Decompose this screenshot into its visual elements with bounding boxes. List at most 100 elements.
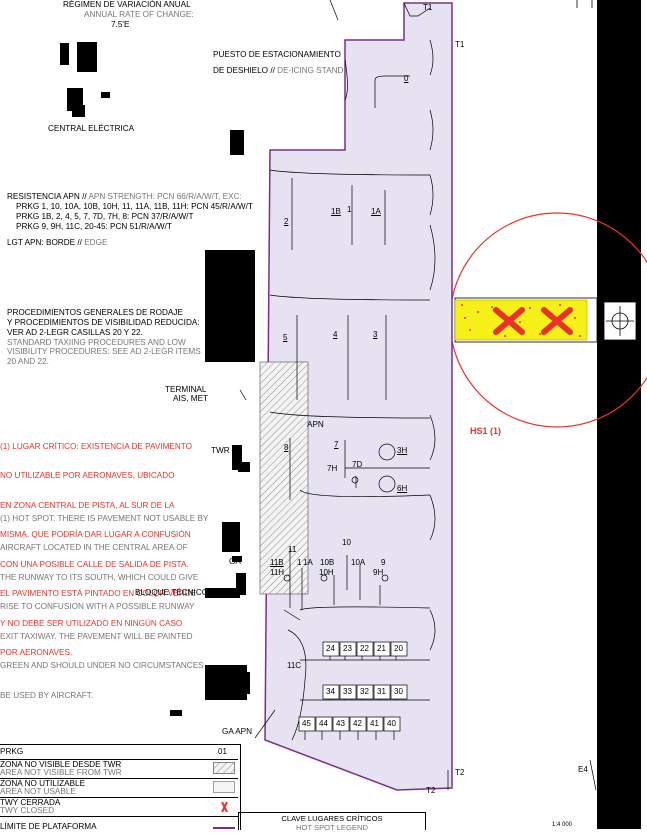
stand-21: 21	[377, 644, 386, 653]
buildings	[60, 42, 255, 716]
legend-not-usable-en: AREA NOT USABLE	[0, 787, 76, 796]
stand-3h: 3H	[397, 446, 408, 455]
apn-strength-line-1: RESISTENCIA APN // APN STRENGTH: PCN 66/…	[7, 192, 253, 202]
stand-41: 41	[370, 719, 379, 728]
legend-prkg-symbol: 01	[218, 747, 227, 756]
terminal-pointer	[239, 389, 247, 401]
hs-en-5: EXIT TAXIWAY. THE PAVEMENT WILL BE PAINT…	[0, 631, 193, 641]
runway-intersection-symbol	[606, 306, 634, 336]
stand-6h: 6H	[397, 484, 408, 493]
stand-0: 0	[404, 74, 409, 83]
lgt-es: LGT APN: BORDE //	[7, 238, 82, 247]
stand-11c: 11C	[287, 661, 302, 670]
stand-9h: 9H	[373, 568, 384, 577]
stand-10: 10	[342, 538, 351, 547]
stand-10h: 10H	[319, 568, 334, 577]
stand-31: 31	[377, 687, 386, 696]
hs-en-1: (1) HOT SPOT: THERE IS PAVEMENT NOT USAB…	[0, 513, 209, 523]
hotspot-legend-en: HOT SPOT LEGEND	[296, 823, 368, 832]
hs-es-8: POR AERONAVES.	[0, 648, 73, 658]
hotspot-legend-es: CLAVE LUGARES CRÍTICOS	[281, 814, 383, 823]
legend-twy-closed-en: TWY CLOSED	[0, 806, 54, 815]
legend-not-visible-es: ZONA NO VISIBLE DESDE TWR	[0, 760, 122, 769]
magvar-subtitle: ANNUAL RATE OF CHANGE:	[84, 10, 194, 19]
lgt-en: EDGE	[81, 238, 108, 247]
deicing-es: DE DESHIELO //	[213, 66, 275, 75]
legend-row-twy-closed: TWY CERRADA TWY CLOSED	[0, 798, 238, 817]
legend-hatch-symbol	[213, 762, 235, 774]
stand-2: 2	[284, 217, 289, 226]
label-apn: APN	[307, 420, 324, 429]
legend-not-usable-es: ZONA NO UTILIZABLE	[0, 779, 86, 788]
runway	[597, 0, 641, 829]
magvar-title: RÉGIMEN DE VARIACIÓN ANUAL	[63, 0, 191, 9]
procedures-en-2: VISIBILITY PROCEDURES: SEE AD 2-LEGR ITE…	[7, 347, 201, 357]
apn-strength-en: APN STRENGTH: PCN 66/R/A/W/T, EXC:	[86, 192, 242, 201]
stand-11b: 11B	[270, 558, 284, 567]
hs-es-7: Y NO DEBE SER UTILIZADO EN NINGÚN CASO	[0, 618, 183, 628]
stand-32: 32	[360, 687, 369, 696]
magvar-value: 7.5'E	[111, 20, 130, 29]
unusable-pavement-dots	[461, 304, 581, 337]
stand-11a: 1A	[303, 558, 313, 567]
hotspot-legend: CLAVE LUGARES CRÍTICOS HOT SPOT LEGEND	[238, 812, 426, 832]
legend-closed-cross-symbol	[221, 801, 228, 812]
stand-4: 4	[333, 330, 338, 339]
label-deicing-stand-2: DE DESHIELO // DE-ICING STAND	[213, 66, 343, 76]
stand-11: 11	[288, 545, 297, 554]
legend-row-not-usable: ZONA NO UTILIZABLE AREA NOT USABLE	[0, 779, 238, 798]
legend-limit-label: LÍMITE DE PLATAFORMA	[0, 822, 97, 831]
hs-es-3: EN ZONA CENTRAL DE PISTA, AL SUR DE LA	[0, 500, 175, 510]
stand-20: 20	[394, 644, 403, 653]
closed-twy-cross-2	[541, 307, 573, 335]
procedures-en-1: STANDARD TAXIING PROCEDURES AND LOW	[7, 337, 186, 347]
apn-strength-line-3: PRKG 1B, 2, 4, 5, 7, 7D, 7H, 8: PCN 37/R…	[16, 211, 194, 221]
hs-en-4: RISE TO CONFUSION WITH A POSSIBLE RUNWAY	[0, 602, 195, 612]
apron-top-sawtooth	[403, 2, 431, 17]
procedures-block: PROCEDIMIENTOS GENERALES DE RODAJE Y PRO…	[7, 308, 201, 367]
stand-23: 23	[343, 644, 352, 653]
label-t2-right: T2	[455, 768, 465, 777]
legend-limit-symbol	[213, 827, 235, 829]
stand-7h: 7H	[327, 464, 338, 473]
legend-row-not-visible: ZONA NO VISIBLE DESDE TWR AREA NOT VISIB…	[0, 760, 238, 779]
apn-strength-es: RESISTENCIA APN //	[7, 192, 87, 201]
label-terminal: TERMINAL	[165, 385, 207, 394]
stand-34: 34	[326, 687, 335, 696]
apn-strength-line-2: PRKG 1, 10, 10A, 10B, 10H, 11, 11A, 11B,…	[16, 201, 253, 211]
stand-1-small: 1	[297, 558, 302, 567]
stand-45: 45	[302, 719, 311, 728]
hs-es-6: EL PAVIMENTO ESTÁ PINTADO EN COLOR VERDE	[0, 589, 197, 599]
hs-es-5: CON UNA POSIBLE CALLE DE SALIDA DE PISTA…	[0, 559, 189, 569]
stand-10b: 10B	[320, 558, 335, 567]
label-ais-met: AIS, MET	[173, 394, 209, 403]
label-central-electrica: CENTRAL ELÉCTRICA	[48, 124, 135, 133]
runway-extension-markings	[576, 0, 593, 8]
apn-strength-block: RESISTENCIA APN // APN STRENGTH: PCN 66/…	[7, 192, 253, 231]
stand-33: 33	[343, 687, 352, 696]
label-t1-top: T1	[423, 3, 433, 12]
stand-43: 43	[336, 719, 345, 728]
legend-twy-closed-es: TWY CERRADA	[0, 798, 61, 807]
legend-unusable-symbol	[213, 781, 235, 793]
legend-not-visible-en: AREA NOT VISIBLE FROM TWR	[0, 768, 122, 777]
hs-es-1: (1) LUGAR CRÍTICO: EXISTENCIA DE PAVIMEN…	[0, 441, 192, 451]
runway-label: RWY 27/09	[586, 139, 596, 183]
stand-11h: 11H	[270, 568, 285, 577]
stand-42: 42	[353, 719, 362, 728]
stand-40: 40	[387, 719, 396, 728]
hotspot-label: HS1 (1)	[470, 426, 502, 436]
hotspot-note-es: (1) LUGAR CRÍTICO: EXISTENCIA DE PAVIMEN…	[0, 422, 196, 668]
procedures-es-1: PROCEDIMIENTOS GENERALES DE RODAJE	[7, 308, 183, 317]
stand-3: 3	[373, 330, 378, 339]
stand-44: 44	[319, 719, 328, 728]
stand-5: 5	[283, 333, 288, 342]
label-bloque-tecnico: BLOQUE TÉCNICO	[135, 588, 209, 597]
procedures-es-2: Y PROCEDIMIENTOS DE VISIBILIDAD REDUCIDA…	[7, 317, 200, 327]
stand-9: 9	[381, 558, 386, 567]
hs-en-7: BE USED BY AIRCRAFT.	[0, 690, 94, 700]
procedures-en-3: 20 AND 22.	[7, 357, 49, 367]
stand-8: 8	[284, 443, 289, 452]
procedures-es-3: VER AD 2-LEGR CASILLAS 20 Y 22.	[7, 327, 143, 337]
